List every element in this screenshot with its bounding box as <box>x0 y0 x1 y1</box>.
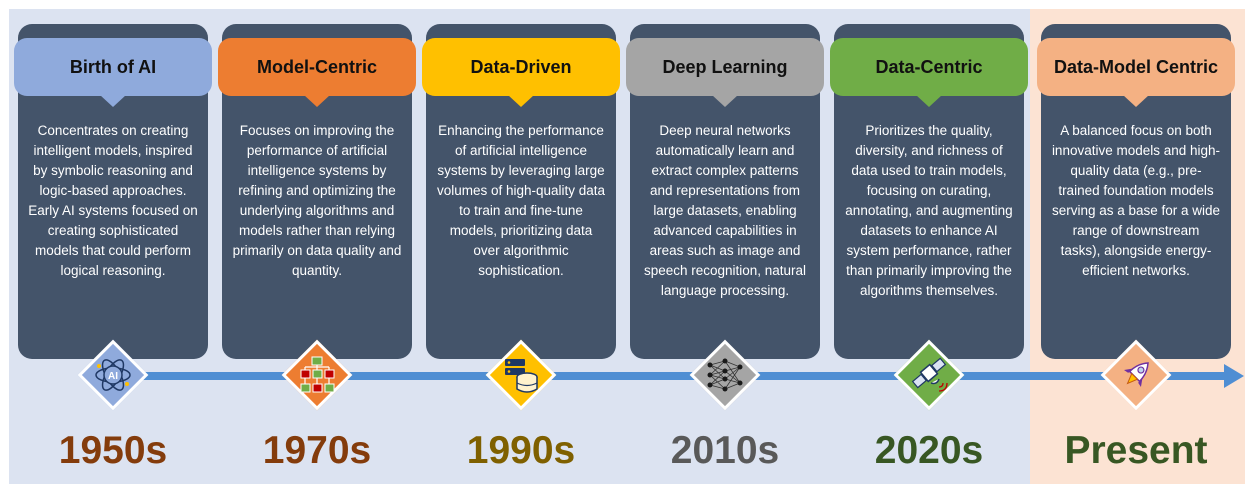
era-title: Data-Model Centric <box>1053 56 1219 77</box>
era-marker <box>280 338 354 412</box>
tab-pointer <box>712 95 738 107</box>
era-title-tab: Deep Learning <box>626 38 824 107</box>
timeline-arrowhead <box>1224 364 1244 388</box>
era-title: Data-Driven <box>470 56 572 77</box>
tab-pointer <box>916 95 942 107</box>
era-title: Data-Centric <box>875 56 983 77</box>
era-title-tab: Data-Model Centric <box>1037 38 1235 107</box>
era-description: A balanced focus on both innovative mode… <box>1051 123 1221 278</box>
era-title: Model-Centric <box>256 56 377 77</box>
tab-pointer <box>304 95 330 107</box>
era-title-tab: Model-Centric <box>218 38 416 107</box>
tab-pointer <box>100 95 126 107</box>
era-card-birth-of-ai: Birth of AI Concentrates on creating int… <box>14 24 212 359</box>
timeline-arrow-line <box>95 372 1225 380</box>
satellite-icon <box>911 357 948 392</box>
era-year: 1950s <box>58 429 168 472</box>
era-description: Concentrates on creating intelligent mod… <box>28 123 198 278</box>
era-year: 1970s <box>262 429 372 472</box>
era-description: Deep neural networks automatically learn… <box>643 123 807 298</box>
era-description: Enhancing the performance of artificial … <box>436 123 606 278</box>
era-title-tab: Data-Driven <box>422 38 620 107</box>
era-card-data-model-centric: Data-Model Centric A balanced focus on b… <box>1037 24 1235 359</box>
era-marker <box>688 338 762 412</box>
era-card-data-centric: Data-Centric Prioritizes the quality, di… <box>830 24 1028 359</box>
era-year: 1990s <box>466 429 576 472</box>
era-marker <box>484 338 558 412</box>
era-card-deep-learning: Deep Learning Deep neural networks autom… <box>626 24 824 359</box>
era-card-model-centric: Model-Centric Focuses on improving the p… <box>218 24 416 359</box>
rocket-icon <box>1123 362 1149 388</box>
era-description: Focuses on improving the performance of … <box>232 123 402 278</box>
era-title: Deep Learning <box>662 56 788 77</box>
era-year: 2020s <box>874 429 984 472</box>
era-marker <box>892 338 966 412</box>
svg-text:AI: AI <box>108 371 118 382</box>
era-description: Prioritizes the quality, diversity, and … <box>845 123 1013 298</box>
flowchart-icon <box>300 356 335 393</box>
era-marker <box>1099 338 1173 412</box>
database-server-icon <box>505 359 538 393</box>
era-title-tab: Data-Centric <box>830 38 1028 107</box>
tab-pointer <box>1123 95 1149 107</box>
era-card-data-driven: Data-Driven Enhancing the performance of… <box>422 24 620 359</box>
neural-network-icon <box>707 358 743 392</box>
tab-pointer <box>508 95 534 107</box>
era-year: 2010s <box>670 429 780 472</box>
era-year: Present <box>1064 429 1208 472</box>
era-title-tab: Birth of AI <box>14 38 212 107</box>
ai-brain-icon: AI <box>95 359 131 391</box>
era-title: Birth of AI <box>69 56 157 77</box>
era-marker: AI <box>76 338 150 412</box>
